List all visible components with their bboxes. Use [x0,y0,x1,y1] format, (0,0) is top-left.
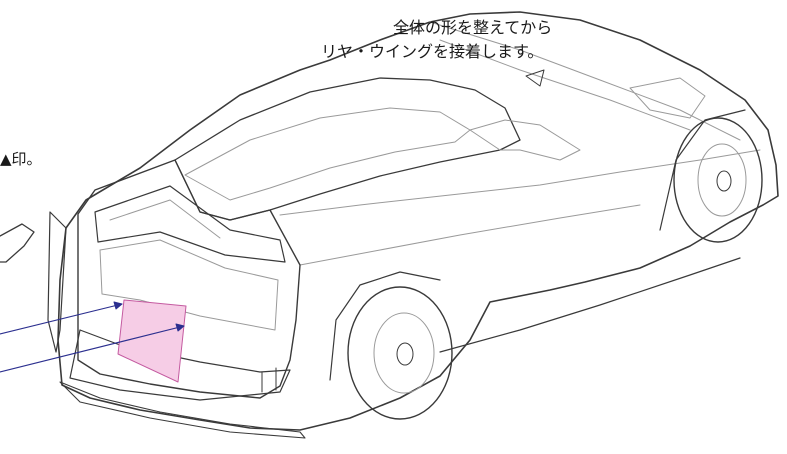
side-line [299,204,641,266]
instruction-fragment: ▲印。 [0,150,42,168]
rear-window [184,107,471,201]
arrow-line-lower [0,325,185,373]
hood-line [429,21,741,141]
license-plate [117,299,187,383]
rear-wheel [347,286,453,420]
arrow-head-upper [113,301,123,310]
car-body-outline [57,11,779,431]
rear-face-outline [77,159,301,399]
side-window [469,119,581,161]
rear-wheel-rim [373,312,435,394]
rear-wheel-hub [396,342,414,366]
front-wheel-rim [697,143,747,217]
rear-lip [59,381,306,439]
side-line [279,149,761,216]
left-fin [47,211,67,353]
loose-wing-part [0,223,35,263]
rear-wing [94,185,286,263]
instruction-line-1: 全体の形を整えてから [393,18,553,37]
arrow-line-upper [0,303,123,335]
front-wheel-arch [659,109,746,231]
rear-wheel-arch [329,271,441,381]
side-skirt [439,257,741,353]
rear-wing-detail [109,199,221,239]
front-wheel-hub [716,170,732,192]
instruction-line-2: リヤ・ウイングを接着します。 [321,42,544,61]
front-wheel [673,117,763,243]
arrow-head-lower [175,323,185,332]
rear-panel-recess [99,239,279,331]
hood-line [439,39,691,131]
hood-scoop [525,69,545,87]
diffuser-fin [261,367,277,393]
hood-vent [629,77,706,119]
